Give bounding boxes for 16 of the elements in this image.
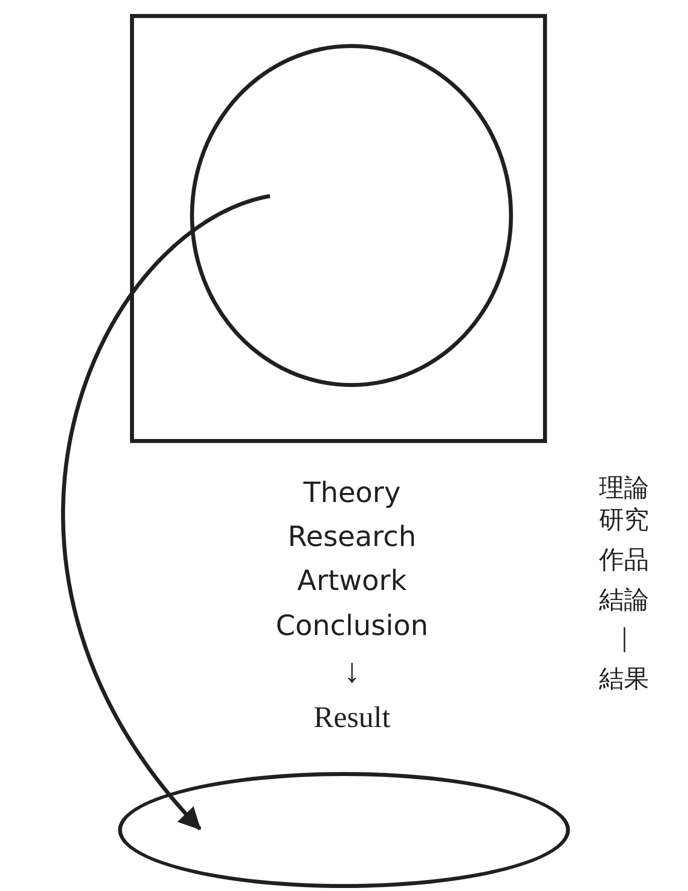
- label-text: Conclusion: [276, 612, 428, 640]
- label-text: 理論: [599, 476, 649, 501]
- label-text: 結論: [599, 588, 649, 613]
- label-text: 研究: [599, 508, 649, 533]
- ellipse-shape: [118, 772, 570, 888]
- square-frame: [130, 14, 547, 443]
- label-text: Theory: [303, 479, 401, 507]
- curved-arrow: [62, 194, 271, 830]
- label-text: ｜: [612, 626, 636, 651]
- circle-shape: [190, 44, 513, 387]
- label-text: 作品: [599, 548, 649, 573]
- label-text: Artwork: [297, 567, 407, 595]
- label-text: ↓: [344, 655, 360, 689]
- label-text: Research: [288, 523, 416, 551]
- label-text: Result: [314, 703, 390, 733]
- label-text: 結果: [599, 667, 649, 692]
